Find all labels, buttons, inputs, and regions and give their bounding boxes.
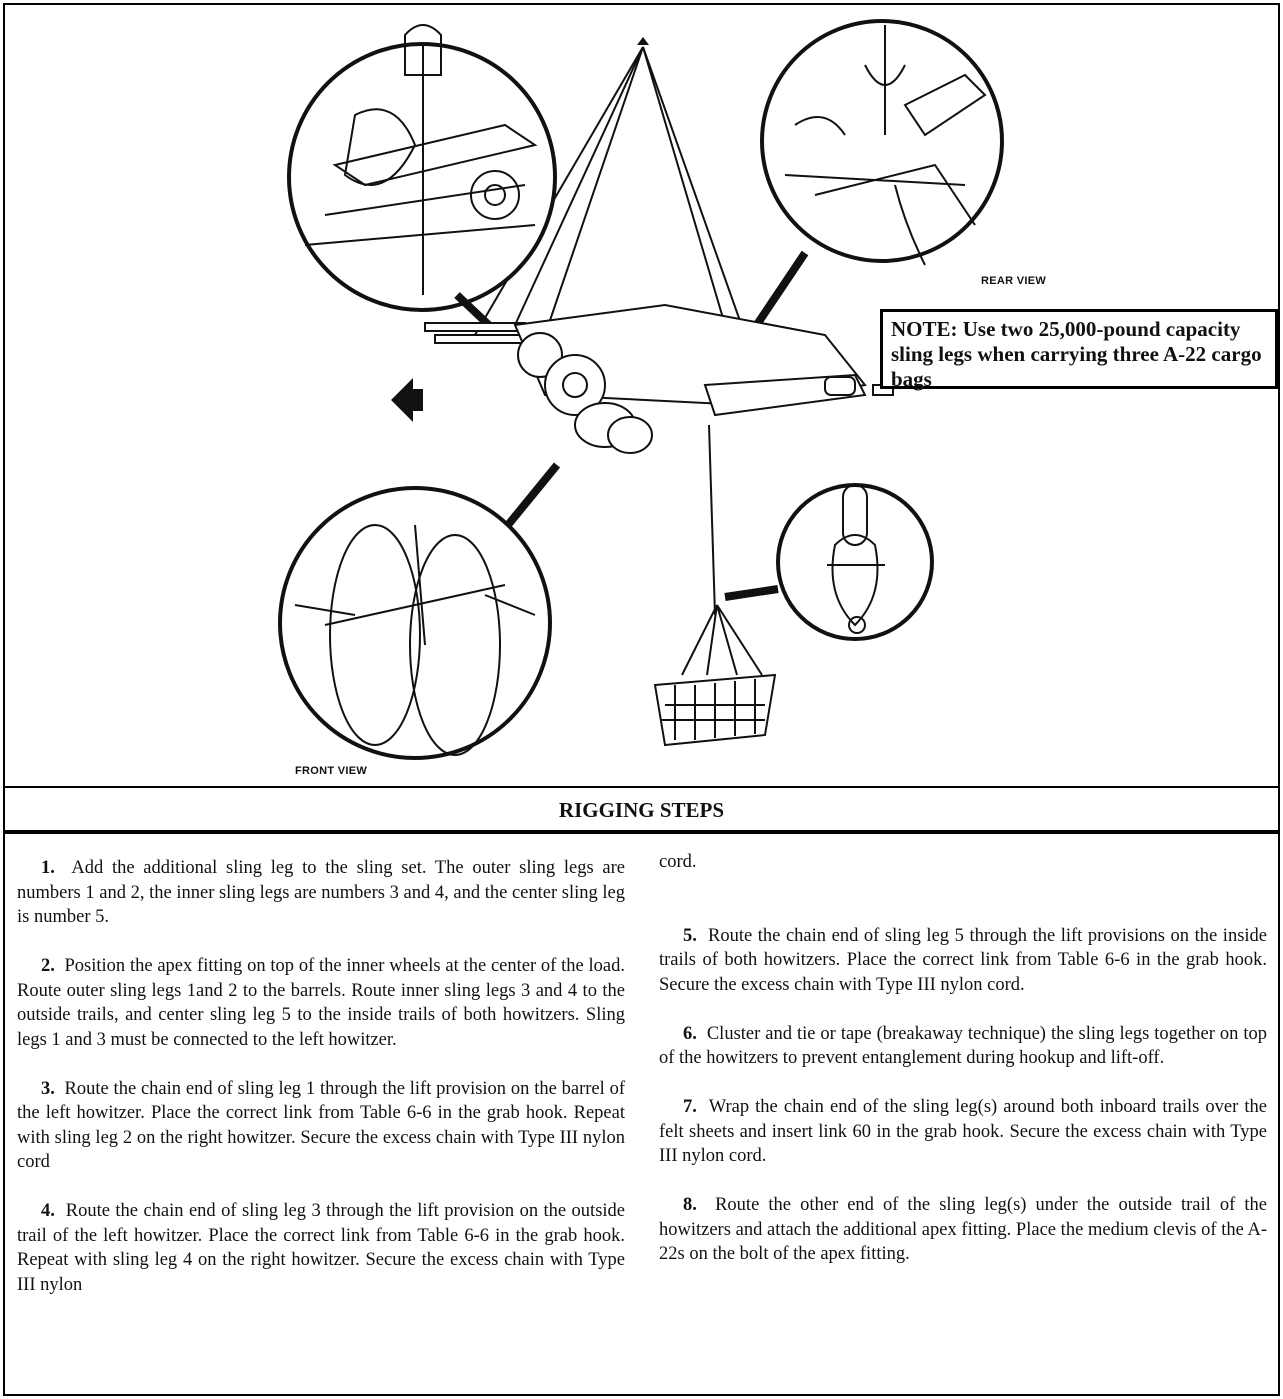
step-8: 8. Route the other end of the sling leg(… bbox=[659, 1193, 1267, 1267]
front-view-label: FRONT VIEW bbox=[295, 765, 367, 777]
step-4: 4. Route the chain end of sling leg 3 th… bbox=[17, 1199, 625, 1297]
rigging-figure: REAR VIEW FRONT VIEW NOTE: Use two 25,00… bbox=[5, 5, 1278, 786]
detail-rear-circle bbox=[762, 21, 1002, 261]
note-box: NOTE: Use two 25,000-pound capacity slin… bbox=[880, 309, 1278, 389]
section-title: RIGGING STEPS bbox=[559, 798, 724, 822]
section-header: RIGGING STEPS bbox=[5, 786, 1278, 834]
step-7: 7. Wrap the chain end of the sling leg(s… bbox=[659, 1095, 1267, 1169]
rear-view-label: REAR VIEW bbox=[981, 275, 1046, 287]
step-6: 6. Cluster and tie or tape (breakaway te… bbox=[659, 1022, 1267, 1071]
note-text: NOTE: Use two 25,000-pound capacity slin… bbox=[891, 317, 1262, 391]
rigging-illustration bbox=[5, 5, 1278, 786]
step-5: 5. Route the chain end of sling leg 5 th… bbox=[659, 924, 1267, 998]
rigging-steps: 1. Add the additional sling leg to the s… bbox=[5, 834, 1278, 1394]
step-1: 1. Add the additional sling leg to the s… bbox=[17, 856, 625, 930]
step-2: 2. Position the apex fitting on top of t… bbox=[17, 954, 625, 1052]
detail-clevis-circle bbox=[778, 485, 932, 639]
cargo-bag bbox=[655, 605, 775, 745]
steps-right-column: cord. 5. Route the chain end of sling le… bbox=[659, 850, 1267, 1291]
step-4-continued: cord. bbox=[659, 850, 1267, 875]
apex-fitting bbox=[637, 37, 649, 45]
direction-arrow bbox=[391, 378, 423, 422]
steps-left-column: 1. Add the additional sling leg to the s… bbox=[17, 856, 625, 1322]
howitzer-assembly bbox=[425, 305, 905, 453]
step-3: 3. Route the chain end of sling leg 1 th… bbox=[17, 1077, 625, 1175]
page-frame: REAR VIEW FRONT VIEW NOTE: Use two 25,00… bbox=[3, 3, 1280, 1396]
